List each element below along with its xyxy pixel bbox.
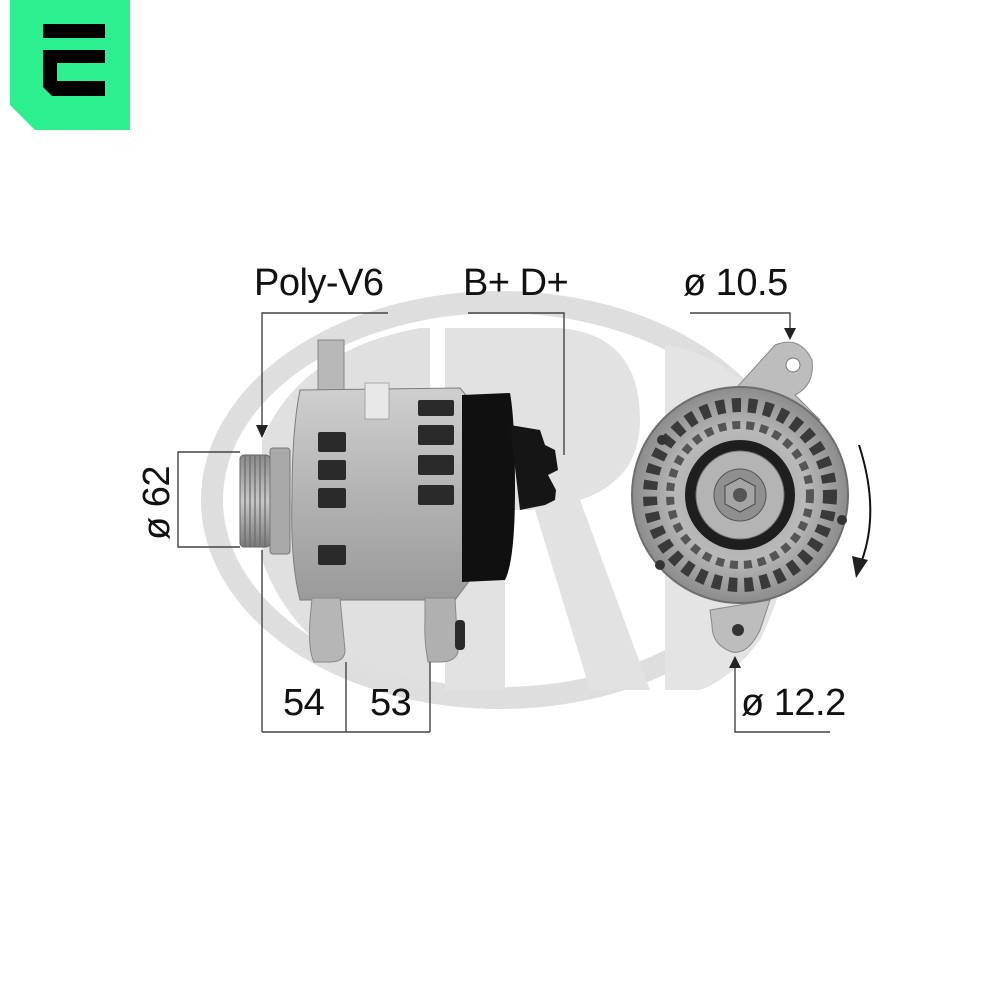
top-hole-arrowhead [784,328,796,340]
mount-offset-1-label: 54 [283,682,325,724]
pulley-type-label: Poly-V6 [254,262,384,304]
rotation-arrowhead [852,556,868,578]
top-hole-diameter-label: ø 10.5 [683,262,788,304]
poly-v6-arrowhead [256,425,268,438]
brand-badge-logo [10,0,130,130]
pulley-diameter-label: ø 62 [136,465,178,540]
bottom-hole-arrowhead [729,656,741,668]
bottom-hole-diameter-label: ø 12.2 [741,682,846,724]
mount-offset-2-label: 53 [370,682,412,724]
terminal-label: B+ D+ [463,262,569,304]
